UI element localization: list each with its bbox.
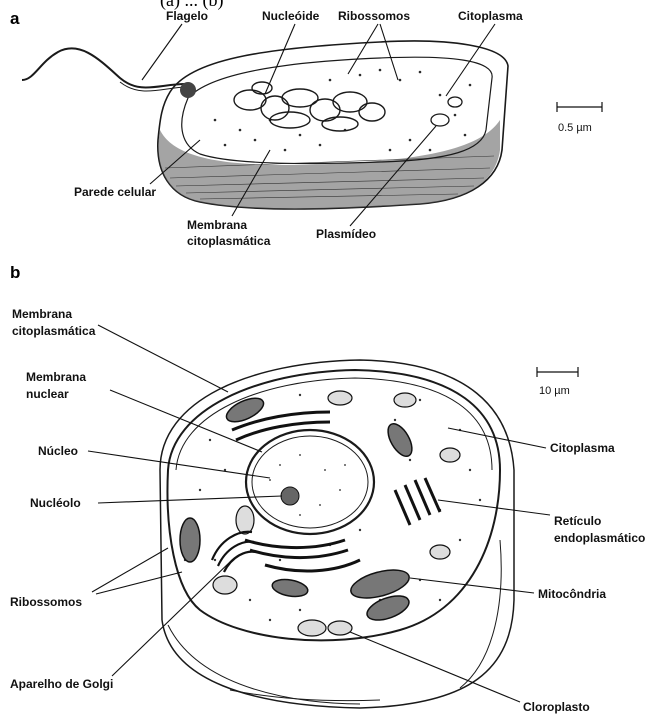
nucleoid-loops <box>234 82 385 131</box>
plasmid-rings <box>431 97 462 126</box>
label-mitocondria: Mitocôndria <box>538 587 606 601</box>
label-membrana-nuclear-line2: nuclear <box>26 387 69 401</box>
scale-bar-b: 10 µm <box>537 367 578 397</box>
label-ribossomos-a: Ribossomos <box>338 9 410 23</box>
panel-b: b <box>10 263 645 714</box>
label-aparelho-golgi: Aparelho de Golgi <box>10 677 113 691</box>
label-membrana-nuclear-line1: Membrana <box>26 370 86 384</box>
label-citoplasma-a: Citoplasma <box>458 9 523 23</box>
label-parede-celular: Parede celular <box>74 185 156 199</box>
label-cloroplasto: Cloroplasto <box>523 700 590 714</box>
label-nucleo: Núcleo <box>38 444 78 458</box>
scale-a-label: 0.5 µm <box>558 122 592 134</box>
label-reticulo-line1: Retículo <box>554 514 601 528</box>
label-reticulo-line2: endoplasmático <box>554 531 645 545</box>
panel-a: a <box>10 9 602 248</box>
label-nucleolo: Nucléolo <box>30 496 81 510</box>
label-membrana-a-line1: Membrana <box>187 218 247 232</box>
cell-wall-block <box>160 360 514 708</box>
nucleus-drawing <box>246 430 374 534</box>
cytoplasm-face <box>167 370 500 640</box>
label-flagelo: Flagelo <box>166 9 208 23</box>
label-membrana-cito-line1: Membrana <box>12 307 72 321</box>
flagellum-basal-body <box>180 82 196 98</box>
panel-a-letter: a <box>10 9 20 28</box>
label-citoplasma-b: Citoplasma <box>550 441 615 455</box>
label-membrana-a-line2: citoplasmática <box>187 234 271 248</box>
label-ribossomos-b: Ribossomos <box>10 595 82 609</box>
golgi-drawing <box>212 532 256 572</box>
bacterium-body <box>158 41 508 209</box>
label-plasmideo: Plasmídeo <box>316 227 376 241</box>
label-membrana-cito-line2: citoplasmática <box>12 324 96 338</box>
scale-bar-a: 0.5 µm <box>557 102 602 134</box>
label-nucleoide: Nucleóide <box>262 9 320 23</box>
panel-b-letter: b <box>10 263 20 282</box>
scale-b-label: 10 µm <box>539 385 570 397</box>
